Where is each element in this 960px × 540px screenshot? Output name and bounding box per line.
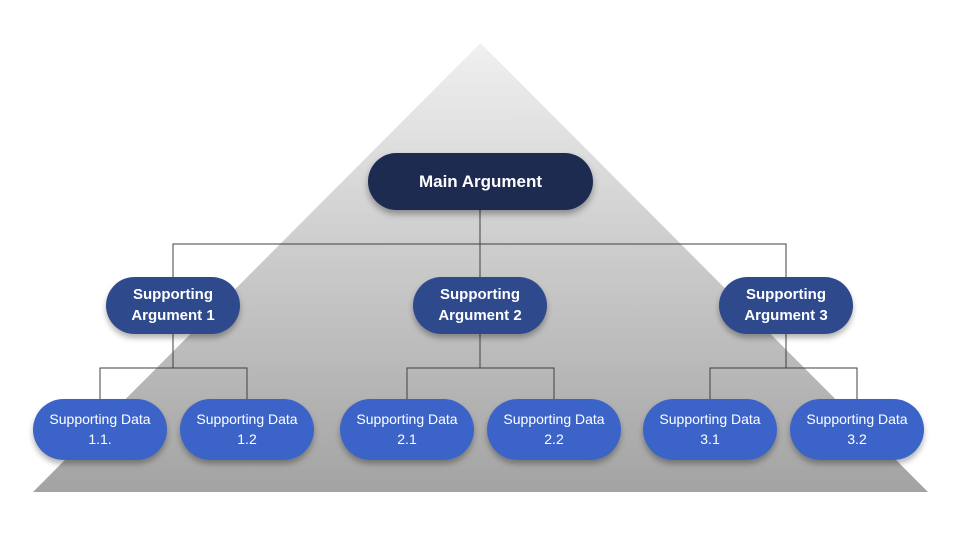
supporting-argument-2-label: Supporting Argument 2: [438, 286, 522, 324]
node-supporting-data-2-2[interactable]: Supporting Data 2.2: [487, 399, 621, 460]
supporting-argument-1-label: Supporting Argument 1: [131, 286, 215, 324]
node-supporting-data-2-1[interactable]: Supporting Data 2.1: [340, 399, 474, 460]
supporting-data-3-2-label: Supporting Data 3.2: [806, 410, 908, 447]
supporting-data-1-1-label: Supporting Data 1.1.: [49, 410, 151, 447]
node-supporting-data-3-2[interactable]: Supporting Data 3.2: [790, 399, 924, 460]
supporting-argument-3-label: Supporting Argument 3: [744, 286, 828, 324]
node-main-argument[interactable]: Main Argument: [368, 153, 593, 210]
node-supporting-data-1-2[interactable]: Supporting Data 1.2: [180, 399, 314, 460]
supporting-data-2-2-label: Supporting Data 2.2: [503, 410, 605, 447]
supporting-data-3-1-label: Supporting Data 3.1: [659, 410, 761, 447]
supporting-data-1-2-label: Supporting Data 1.2: [196, 410, 298, 447]
supporting-data-2-1-label: Supporting Data 2.1: [356, 410, 458, 447]
node-supporting-argument-1[interactable]: Supporting Argument 1: [106, 277, 240, 334]
node-supporting-data-3-1[interactable]: Supporting Data 3.1: [643, 399, 777, 460]
node-supporting-data-1-1[interactable]: Supporting Data 1.1.: [33, 399, 167, 460]
node-supporting-argument-2[interactable]: Supporting Argument 2: [413, 277, 547, 334]
main-argument-label: Main Argument: [418, 171, 543, 191]
node-supporting-argument-3[interactable]: Supporting Argument 3: [719, 277, 853, 334]
